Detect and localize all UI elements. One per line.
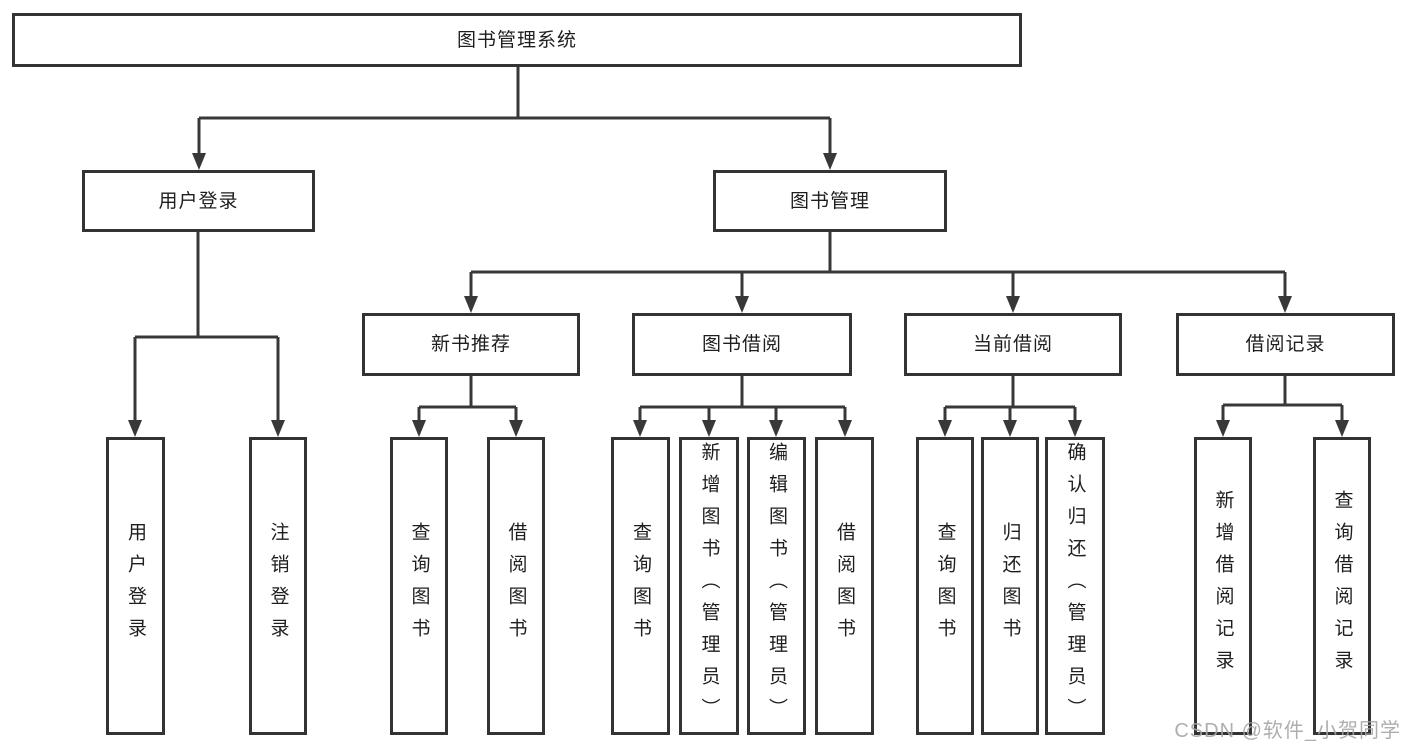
leaf-label: 查询图书 <box>408 522 430 650</box>
leaf-label: 借阅图书 <box>834 522 855 650</box>
node-user-login: 用户登录 <box>82 170 315 232</box>
leaf-label: 用户登录 <box>125 522 146 650</box>
leaf-label: 归还图书 <box>999 522 1021 650</box>
leaf-add-book-admin: 新增图书（管理员） <box>679 437 739 735</box>
leaf-label: 查询图书 <box>630 522 651 650</box>
node-label: 新书推荐 <box>430 334 511 355</box>
leaf-return-book: 归还图书 <box>981 437 1039 735</box>
node-label: 图书管理系统 <box>456 29 577 51</box>
leaf-label: 确认归还（管理员） <box>1064 442 1086 730</box>
node-new-book-recommendation: 新书推荐 <box>362 313 580 376</box>
node-label: 当前借阅 <box>972 334 1053 355</box>
leaf-label: 注销登录 <box>267 522 289 650</box>
leaf-query-borrow-record: 查询借阅记录 <box>1313 437 1371 735</box>
leaf-add-borrow-record: 新增借阅记录 <box>1194 437 1252 735</box>
leaf-borrow-books: 借阅图书 <box>815 437 874 735</box>
leaf-logout: 注销登录 <box>249 437 307 735</box>
node-borrowing-records: 借阅记录 <box>1176 313 1395 376</box>
leaf-query-books-borrow: 查询图书 <box>611 437 670 735</box>
node-book-management-system: 图书管理系统 <box>12 13 1022 67</box>
leaf-label: 新增借阅记录 <box>1212 490 1234 682</box>
leaf-edit-book-admin: 编辑图书（管理员） <box>747 437 806 735</box>
leaf-borrow-books-recommend: 借阅图书 <box>487 437 545 735</box>
node-label: 图书管理 <box>789 190 870 212</box>
node-current-borrowing: 当前借阅 <box>904 313 1122 376</box>
node-book-management: 图书管理 <box>713 170 947 232</box>
leaf-query-books-current: 查询图书 <box>916 437 974 735</box>
leaf-confirm-return-admin: 确认归还（管理员） <box>1045 437 1105 735</box>
node-label: 图书借阅 <box>701 334 782 355</box>
leaf-label: 查询借阅记录 <box>1331 490 1353 682</box>
node-book-borrowing: 图书借阅 <box>632 313 852 376</box>
node-label: 用户登录 <box>158 190 239 212</box>
node-label: 借阅记录 <box>1245 334 1326 355</box>
leaf-label: 查询图书 <box>934 522 956 650</box>
leaf-query-books-recommend: 查询图书 <box>390 437 448 735</box>
leaf-label: 新增图书（管理员） <box>698 442 720 730</box>
leaf-label: 编辑图书（管理员） <box>766 442 787 730</box>
leaf-label: 借阅图书 <box>505 522 527 650</box>
csdn-watermark: CSDN @软件_小贺同学 <box>1174 720 1401 742</box>
leaf-user-login: 用户登录 <box>106 437 165 735</box>
